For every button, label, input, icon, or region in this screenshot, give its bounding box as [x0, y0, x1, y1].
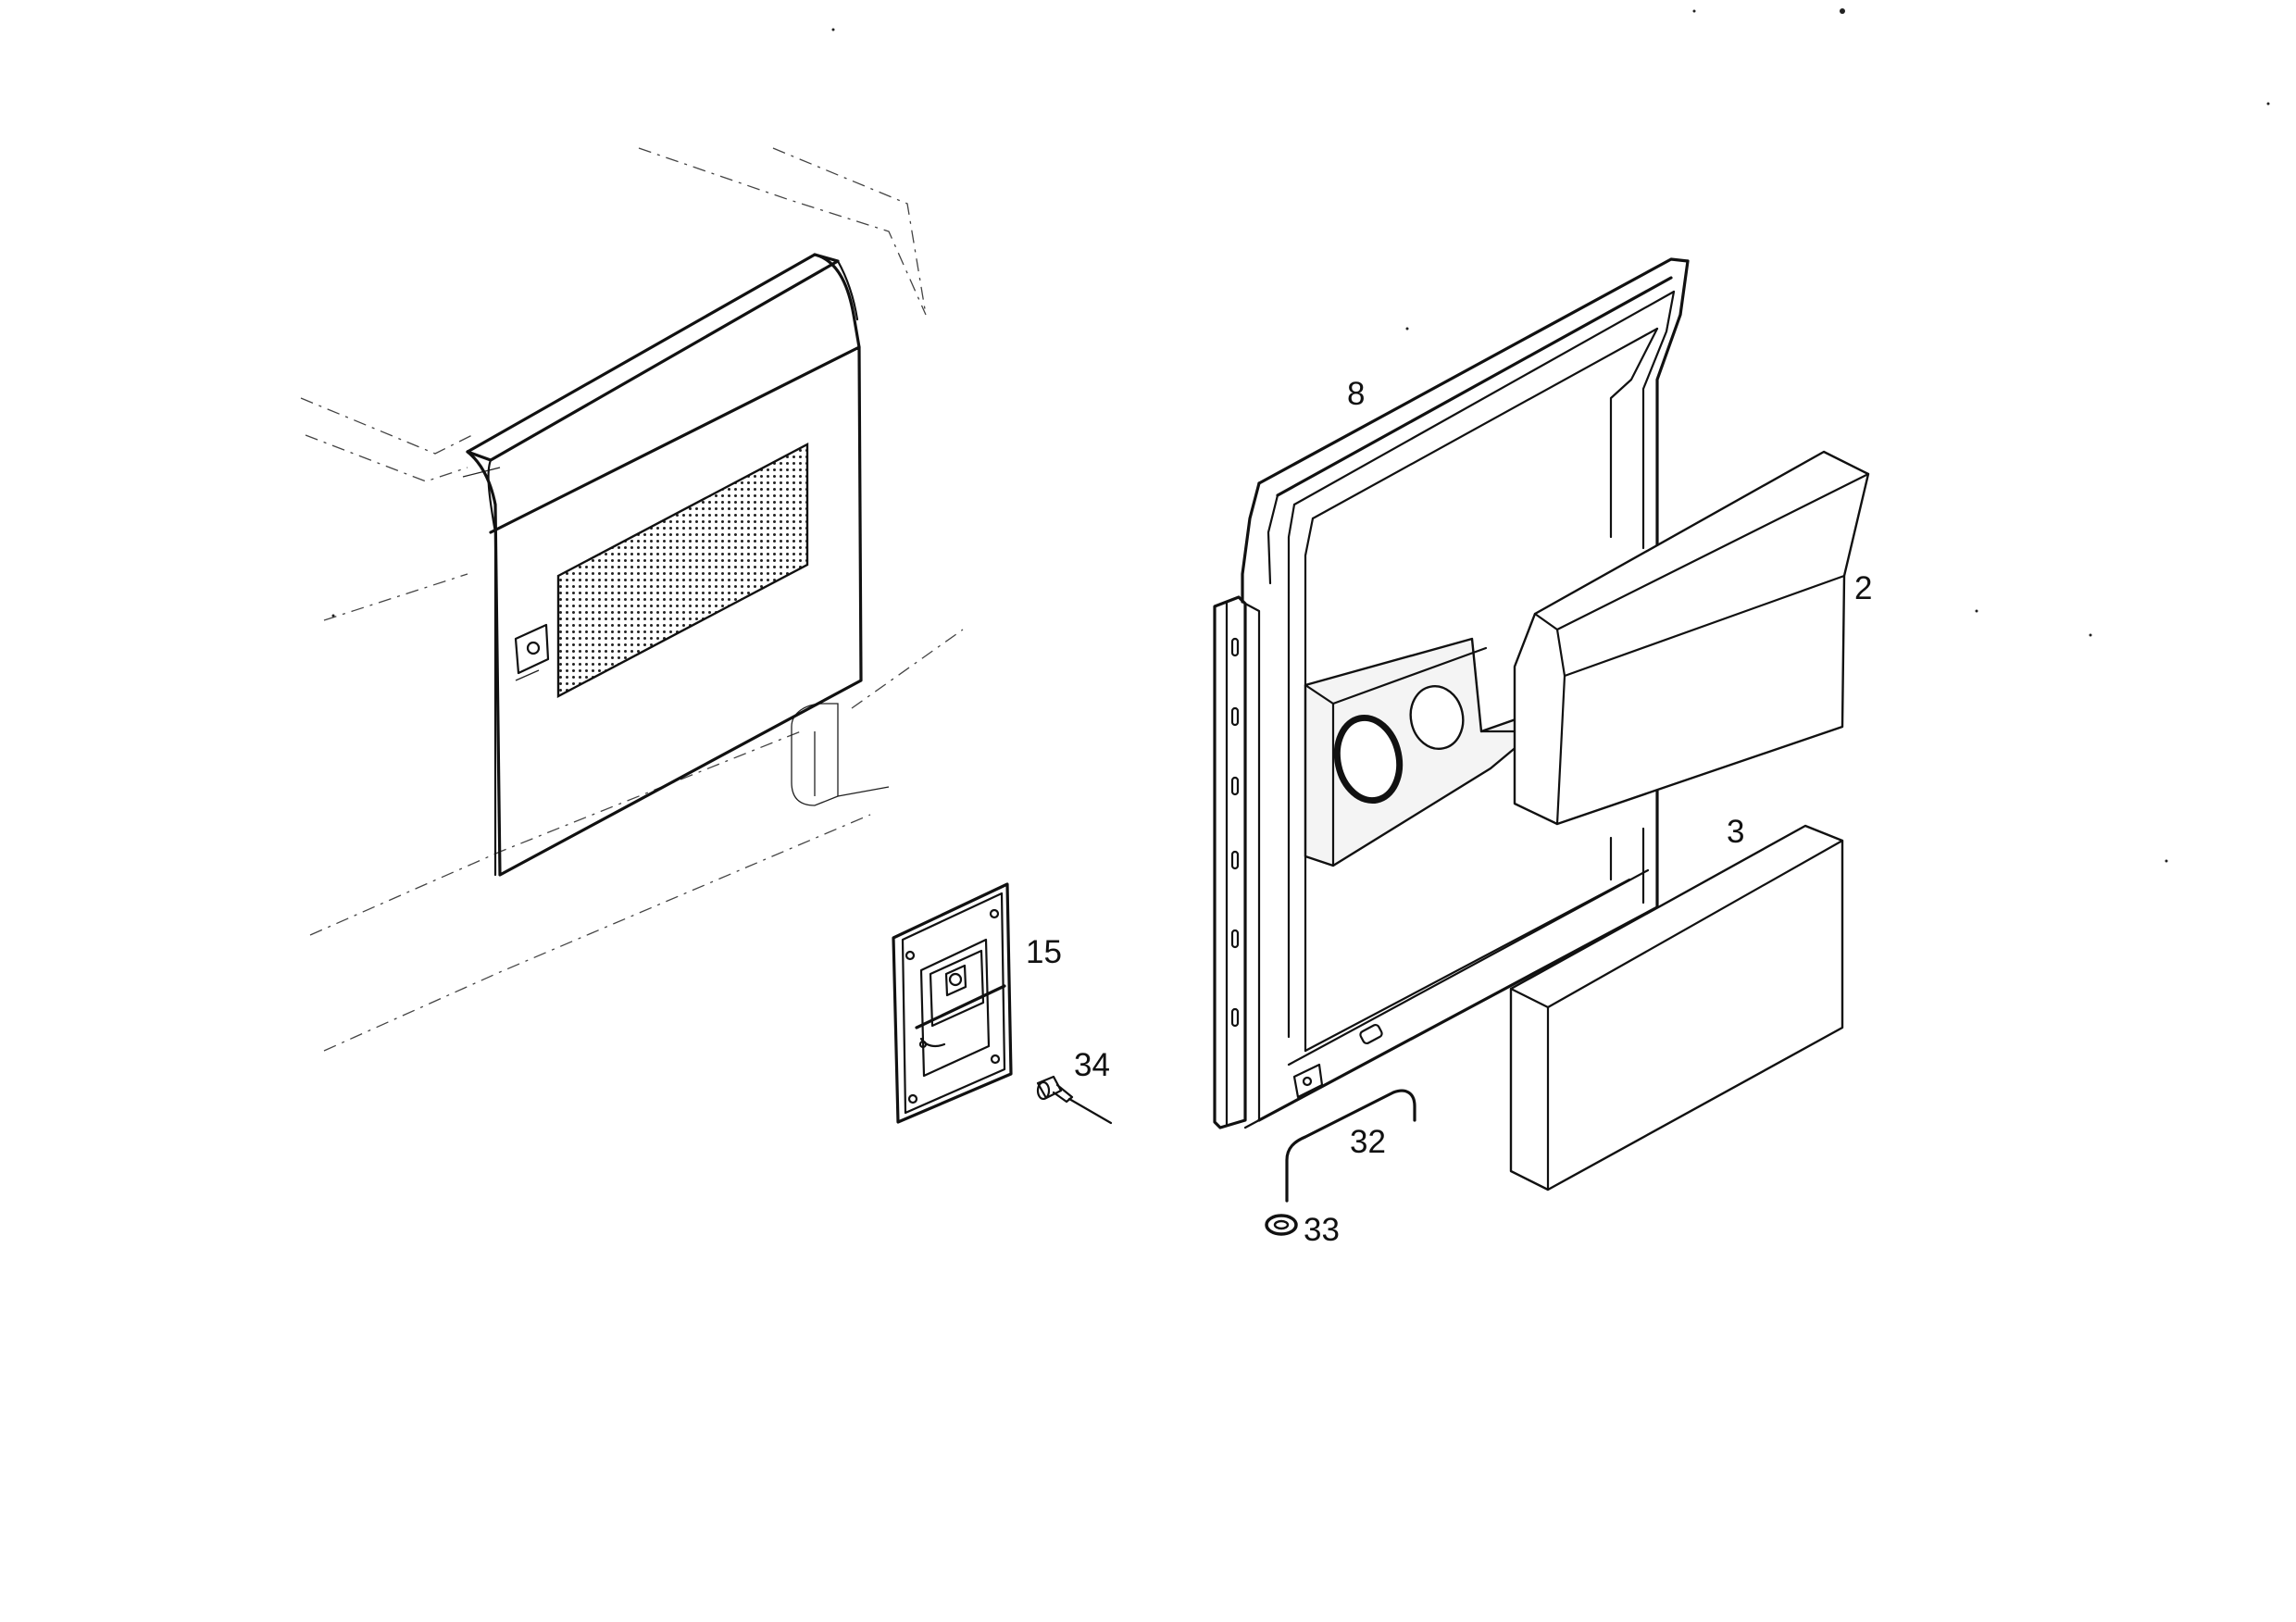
stray-marks: [331, 8, 2270, 863]
callout-15: 15: [1026, 934, 1062, 970]
frame-opening-left: [1333, 714, 1404, 805]
callout-34: 34: [1074, 1047, 1110, 1083]
callout-33: 33: [1304, 1212, 1340, 1248]
hinge-slots: [1230, 637, 1240, 1028]
hinge-pin: [1285, 1089, 1416, 1203]
ventilation-grille: [556, 443, 809, 698]
washer: [1265, 1214, 1298, 1236]
callout-8: 8: [1347, 376, 1365, 412]
insulation-panel-lower: [1509, 824, 1844, 1192]
callout-2: 2: [1854, 570, 1872, 606]
insulation-panel-upper: [1513, 450, 1870, 826]
callout-3: 3: [1727, 814, 1744, 850]
side-cover-panel: [466, 253, 863, 877]
door-frame: [1213, 257, 1690, 1129]
callout-32: 32: [1350, 1124, 1386, 1160]
latch-assembly: [892, 882, 1013, 1124]
panel-latch-icon: [514, 623, 550, 681]
callouts: 8 2 3 15 34 32 33: [1026, 376, 1872, 1248]
frame-opening-right: [1409, 685, 1465, 750]
rivet: [1036, 1075, 1113, 1125]
